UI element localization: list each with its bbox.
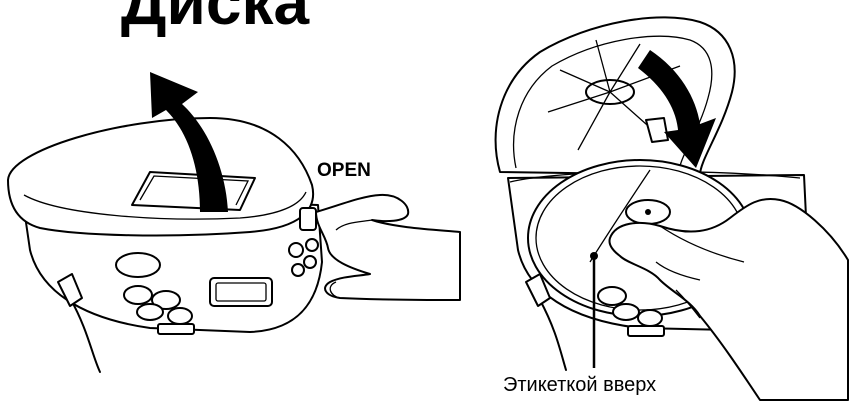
front-button	[168, 308, 192, 324]
open-latch	[300, 208, 316, 230]
side-button	[306, 239, 318, 251]
speaker-grille	[116, 253, 160, 277]
side-button	[304, 256, 316, 268]
side-button	[289, 243, 303, 257]
front-button	[124, 286, 152, 304]
left-hand	[316, 195, 460, 300]
cd-player-closed	[8, 118, 322, 372]
open-label: OPEN	[317, 160, 371, 182]
label-side-up-caption: Этикеткой вверх	[503, 374, 656, 397]
hand-open-icon	[316, 195, 460, 300]
front-button	[598, 287, 626, 305]
front-button	[137, 304, 163, 320]
side-button	[292, 264, 304, 276]
base-display	[210, 278, 272, 306]
front-button	[613, 304, 639, 320]
front-button	[638, 310, 662, 326]
power-cord	[540, 300, 566, 370]
